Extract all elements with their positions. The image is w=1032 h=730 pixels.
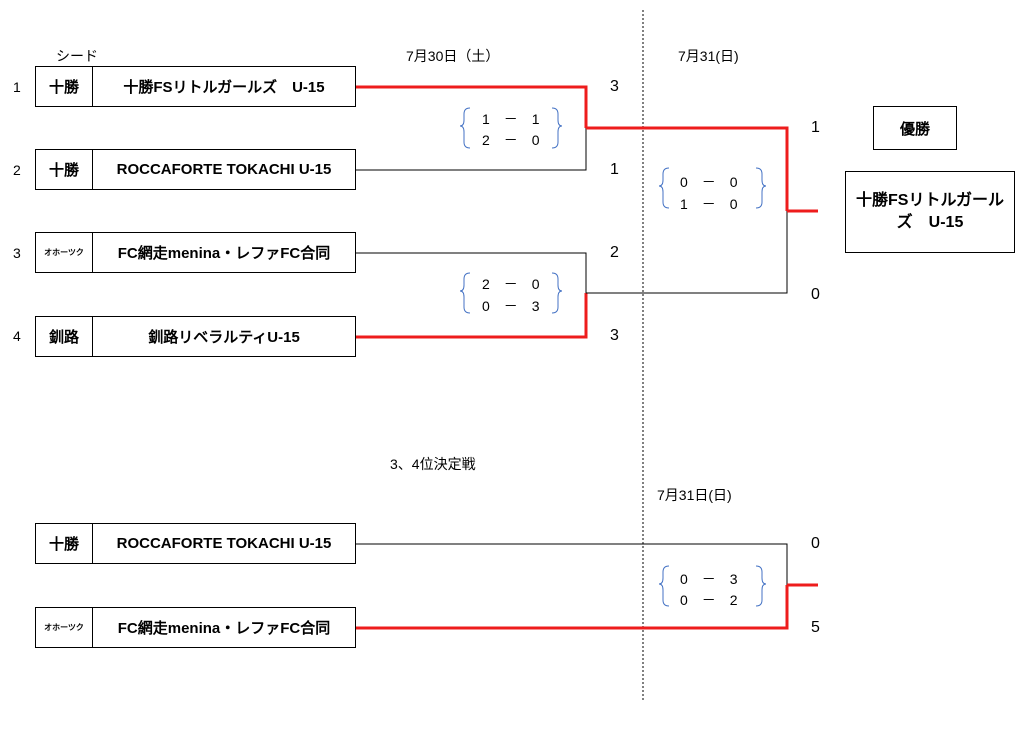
third-brace-right [755, 565, 767, 607]
team-region: 十勝 [36, 150, 93, 189]
semi1-score-bottom: 1 [610, 161, 619, 178]
semi2-brace-left [459, 272, 471, 314]
semi2-brace-right [551, 272, 563, 314]
seed-label: シード [56, 48, 98, 64]
semi1-brace-right [551, 107, 563, 149]
semi1-half1: 1 － 1 [482, 111, 540, 127]
semi1-score-top: 3 [610, 78, 619, 95]
final-brace-left [658, 167, 670, 209]
seed-number: 1 [13, 79, 21, 95]
semi2-score-top: 2 [610, 244, 619, 261]
team-region: オホーツク [36, 233, 93, 272]
semi1-top-line [356, 85, 588, 128]
final-score-bottom: 0 [811, 286, 820, 303]
seed-number: 3 [13, 245, 21, 261]
team-name: ROCCAFORTE TOKACHI U-15 [116, 535, 332, 552]
final-score-top: 1 [811, 119, 820, 136]
third-half1: 0 － 3 [680, 571, 738, 587]
third-top-line [356, 543, 788, 585]
seed-number: 4 [13, 328, 21, 344]
third-score-bottom: 5 [811, 619, 820, 636]
semi2-top-line [356, 252, 587, 293]
final-brace-right [755, 167, 767, 209]
final-half1: 0 － 0 [680, 174, 738, 190]
team-region: オホーツク [36, 608, 93, 647]
third-half2: 0 － 2 [680, 592, 738, 608]
date-round2: 7月31(日) [678, 48, 739, 64]
semi1-brace-left [459, 107, 471, 149]
team-box-4: 釧路 釧路リベラルティU-15 [35, 316, 356, 357]
team-region: 釧路 [36, 317, 93, 356]
seed-number: 2 [13, 162, 21, 178]
third-score-top: 0 [811, 535, 820, 552]
team-name: FC網走menina・レファFC合同 [117, 620, 331, 637]
final-half2: 1 － 0 [680, 196, 738, 212]
team-name: 釧路リベラルティU-15 [148, 329, 300, 346]
team-box-1: 十勝 十勝FSリトルガールズ U-15 [35, 66, 356, 107]
team-region: 十勝 [36, 67, 93, 106]
third-bottom-line [356, 585, 789, 630]
semi2-half2: 0 － 3 [482, 298, 540, 314]
third-brace-left [658, 565, 670, 607]
team-name: 十勝FSリトルガールズ U-15 [123, 79, 325, 96]
semi2-score-bottom: 3 [610, 327, 619, 344]
date-round1: 7月30日（土） [406, 48, 500, 64]
team-name: ROCCAFORTE TOKACHI U-15 [116, 161, 332, 178]
champion-label: 優勝 [873, 106, 957, 150]
semi1-half2: 2 － 0 [482, 132, 540, 148]
team-name: FC網走menina・レファFC合同 [117, 245, 331, 262]
semi2-bottom-line [356, 293, 588, 339]
champion-team: 十勝FSリトルガールズ U-15 [845, 171, 1015, 253]
third-team-box-1: 十勝 ROCCAFORTE TOKACHI U-15 [35, 523, 356, 564]
team-box-3: オホーツク FC網走menina・レファFC合同 [35, 232, 356, 273]
final-bottom-line [586, 211, 788, 294]
third-team-box-2: オホーツク FC網走menina・レファFC合同 [35, 607, 356, 648]
semi1-bottom-line [356, 128, 587, 171]
semi2-half1: 2 － 0 [482, 276, 540, 292]
final-top-line [586, 126, 789, 211]
third-place-title: 3、4位決定戦 [390, 456, 476, 472]
third-place-date: 7月31日(日) [657, 487, 732, 503]
team-region: 十勝 [36, 524, 93, 563]
team-box-2: 十勝 ROCCAFORTE TOKACHI U-15 [35, 149, 356, 190]
